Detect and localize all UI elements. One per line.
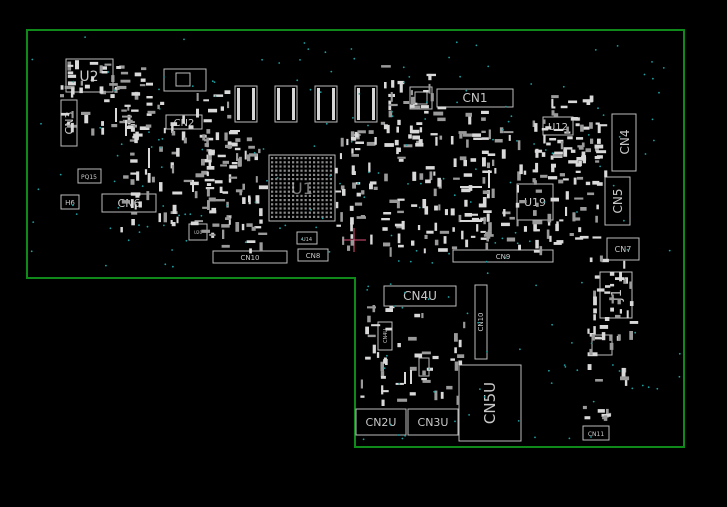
crystal-lower bbox=[418, 357, 430, 377]
u14-outline bbox=[296, 231, 318, 245]
pq15-outline bbox=[77, 168, 102, 184]
memory-chip-2 bbox=[274, 85, 298, 123]
j1-outline bbox=[599, 271, 633, 319]
cn3u-outline bbox=[407, 408, 459, 436]
u20-label: U20 bbox=[194, 230, 202, 235]
cn11-label: CN11 bbox=[588, 431, 604, 438]
cn3-outline bbox=[60, 99, 78, 147]
cn10b-outline bbox=[474, 284, 488, 360]
cn4u-outline bbox=[383, 285, 457, 307]
memory-chip-1 bbox=[234, 85, 258, 123]
cn8-label: CN8 bbox=[306, 252, 321, 260]
u1-outline bbox=[268, 154, 336, 222]
chip-near-cn2 bbox=[163, 68, 207, 92]
cn4u-label: CN4U bbox=[403, 289, 437, 303]
cn7-outline bbox=[606, 237, 640, 261]
chip-near-cn2-core bbox=[175, 72, 191, 87]
cn1-label: CN1 bbox=[463, 91, 488, 105]
vias bbox=[30, 36, 681, 441]
cn2u-label: CN2U bbox=[366, 416, 397, 429]
cn9-label: CN9 bbox=[496, 253, 511, 261]
cn5-outline bbox=[604, 176, 631, 226]
cn2-outline bbox=[165, 114, 203, 130]
cn4-outline bbox=[611, 113, 637, 172]
h6-label: H6 bbox=[65, 199, 75, 207]
u1-label: U1 bbox=[291, 179, 313, 198]
memory-chip-3 bbox=[314, 85, 338, 123]
cn2u-outline bbox=[355, 408, 407, 436]
cn4l-outline bbox=[377, 321, 393, 351]
cn7-label: CN7 bbox=[615, 245, 632, 254]
u1-ball-grid bbox=[271, 157, 332, 218]
cn6-outline bbox=[101, 193, 157, 213]
u12-label: U12 bbox=[548, 122, 568, 133]
memory-chip-4 bbox=[354, 85, 378, 123]
cn4l-label: CN4U bbox=[383, 329, 389, 343]
cn8-outline bbox=[297, 248, 329, 262]
cn4-label: CN4 bbox=[618, 130, 632, 155]
cn9-outline bbox=[452, 249, 554, 263]
smd-components bbox=[60, 60, 639, 421]
u19-label: U19 bbox=[524, 196, 546, 209]
cn3u-label: CN3U bbox=[418, 416, 449, 429]
chip-near-cn1-core bbox=[414, 91, 428, 105]
u12-outline bbox=[542, 116, 574, 136]
board-outline bbox=[26, 29, 685, 448]
cn10-label: CN10 bbox=[240, 254, 259, 262]
pq15-label: PQ15 bbox=[81, 174, 97, 181]
cn5-label: CN5 bbox=[611, 189, 625, 214]
cn5u-label: CN5U bbox=[481, 382, 499, 424]
u14-label: U14 bbox=[302, 237, 312, 243]
cn1-outline bbox=[436, 88, 514, 108]
cn10b-label: CN10 bbox=[477, 312, 485, 331]
cn11-outline bbox=[582, 425, 610, 441]
h6-outline bbox=[60, 194, 80, 210]
